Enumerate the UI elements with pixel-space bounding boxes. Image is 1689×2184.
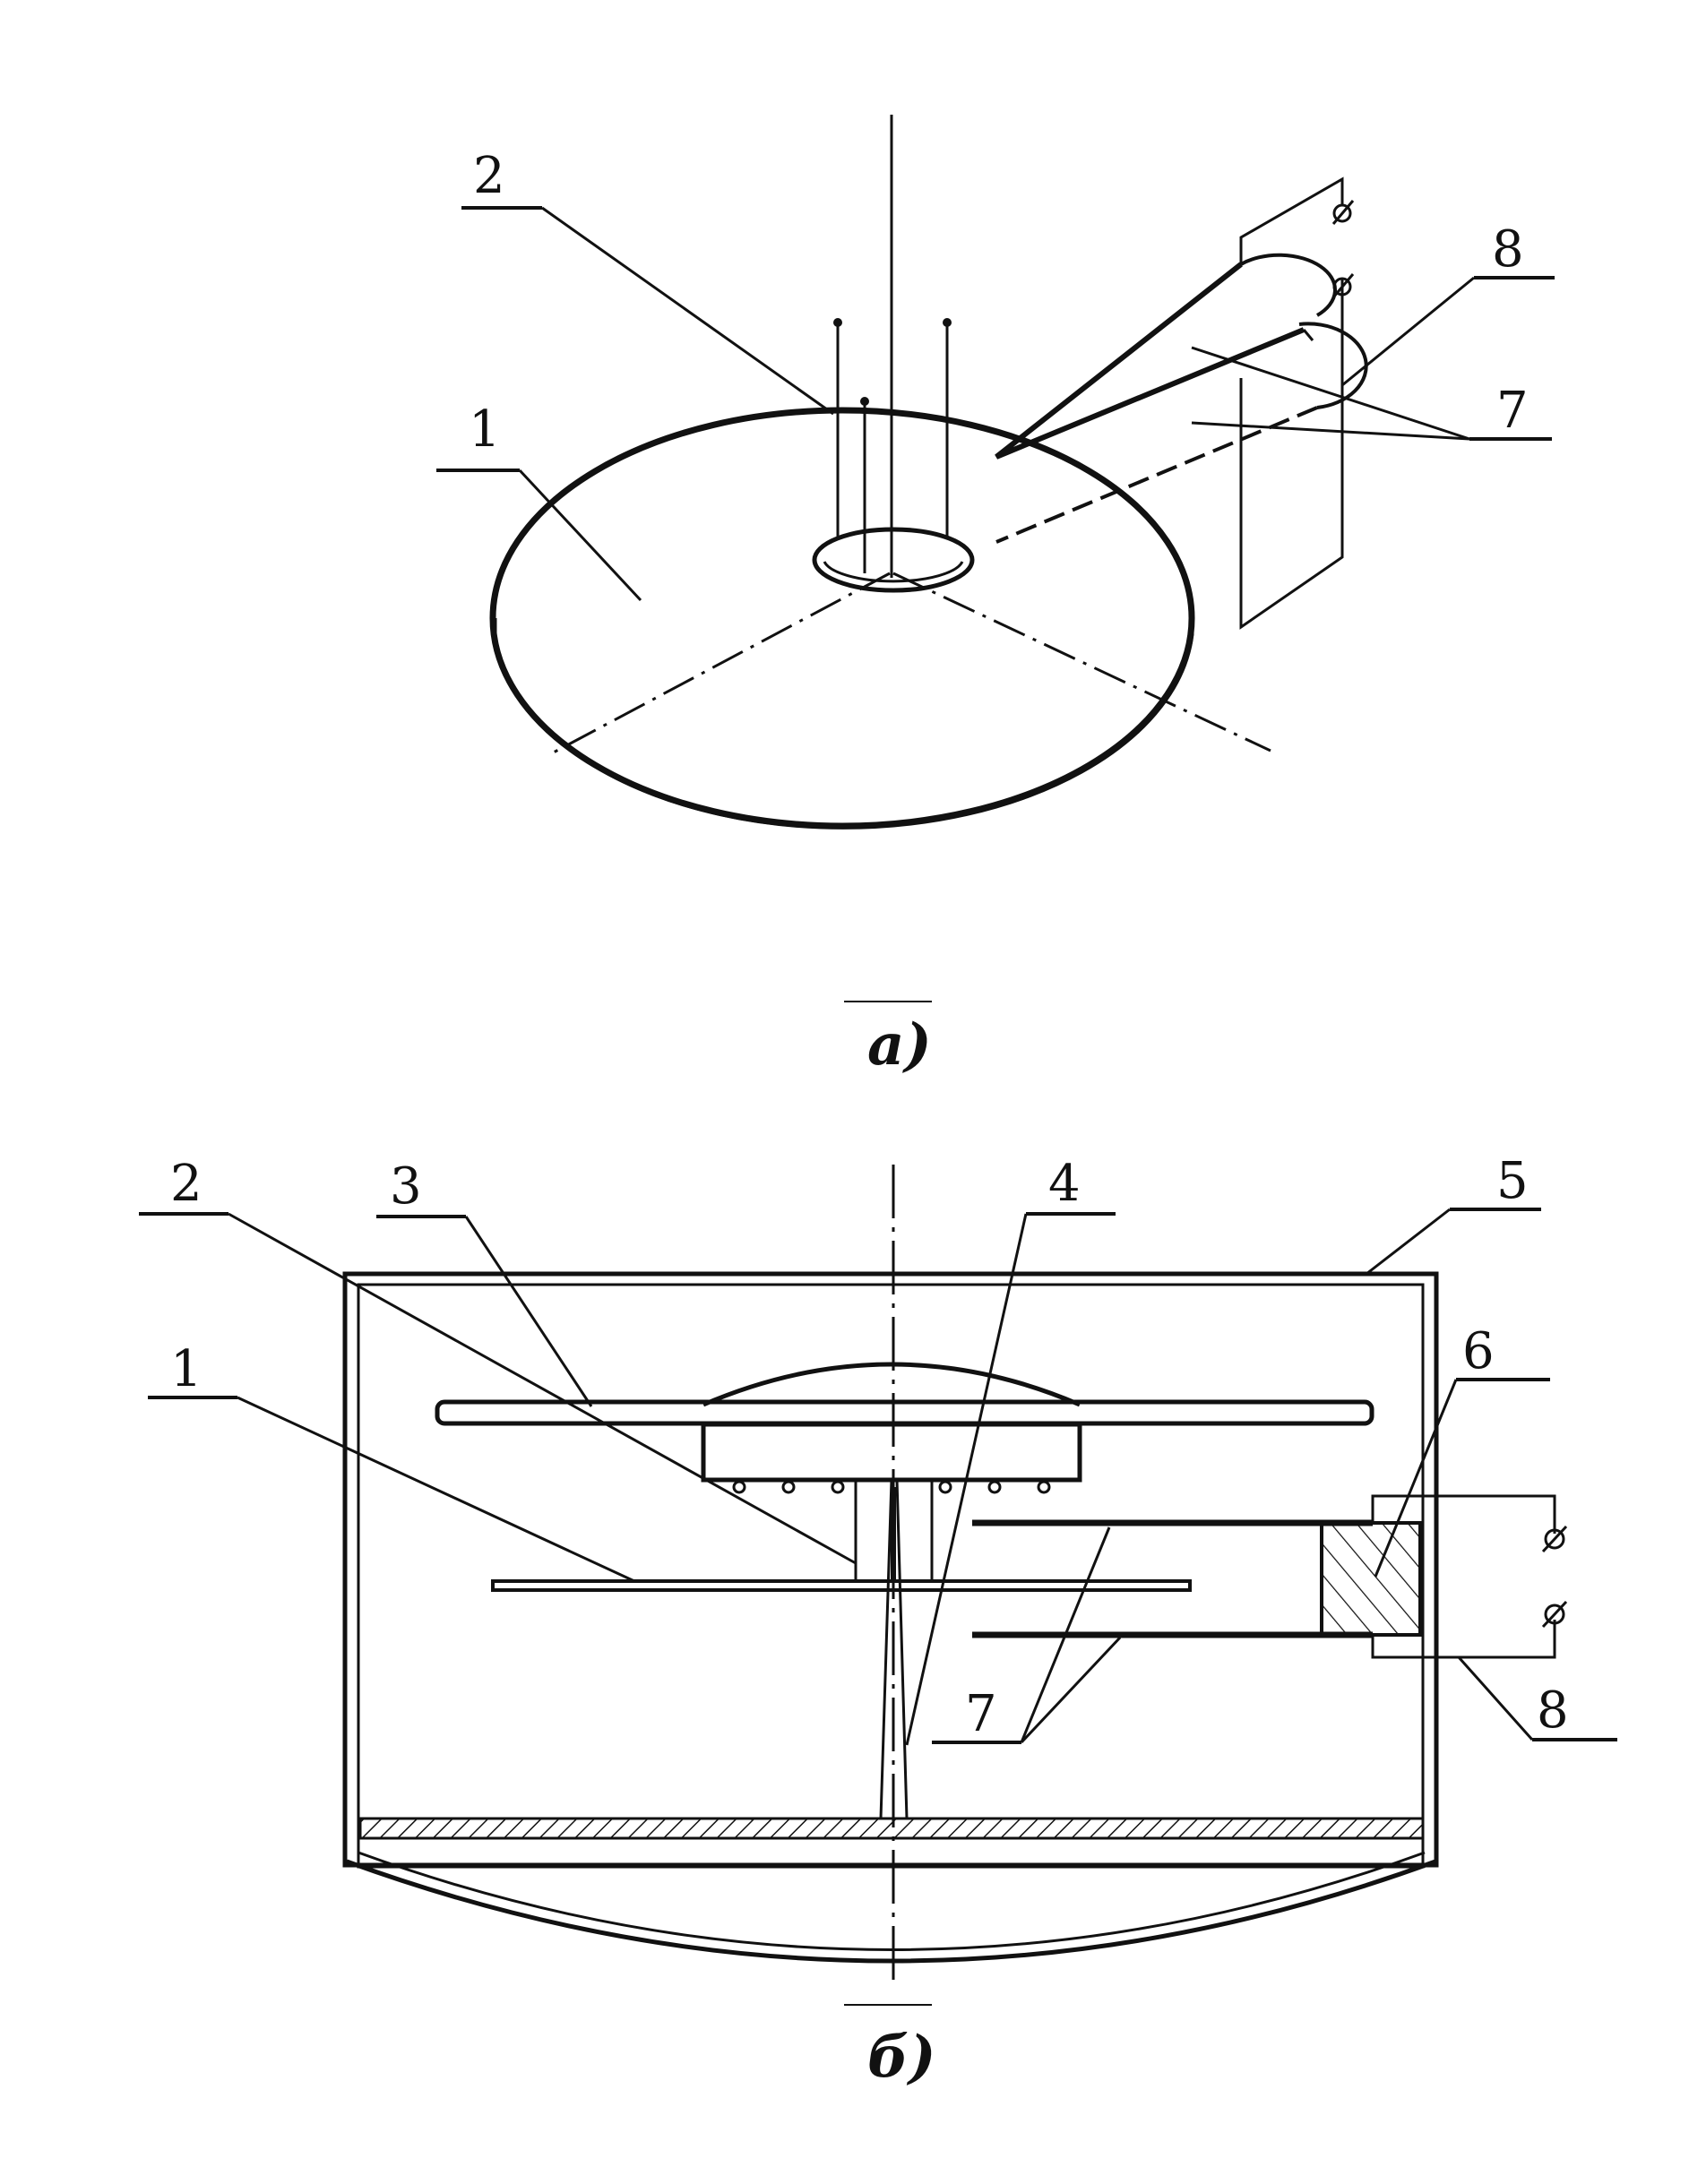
cathode-spirals xyxy=(732,1480,1051,1494)
terminal-icon xyxy=(1541,1525,1568,1553)
terminal-icon xyxy=(1331,273,1355,298)
label-1-b: 1 xyxy=(170,1340,203,1398)
label-1-a: 1 xyxy=(469,400,501,459)
plates-7-b xyxy=(972,1519,1373,1638)
figure-a: 2 1 8 7 a) xyxy=(436,115,1555,1079)
label-2-b: 2 xyxy=(170,1155,203,1213)
plates-7-a xyxy=(995,253,1368,544)
labels-a: 2 1 8 7 xyxy=(436,147,1555,602)
terminal-icon xyxy=(1541,1600,1568,1629)
terminal-icon xyxy=(1331,200,1355,225)
housing-5 xyxy=(342,1271,1439,1964)
label-4-b: 4 xyxy=(1048,1155,1081,1213)
circuit-8-b xyxy=(1371,1494,1568,1659)
electrode-rods-a xyxy=(833,318,952,573)
caption-b: б) xyxy=(867,2024,936,2091)
label-7-b: 7 xyxy=(965,1685,997,1743)
opening-inner-rim xyxy=(823,561,964,583)
disc-a xyxy=(489,407,1195,830)
label-8-b: 8 xyxy=(1537,1681,1569,1740)
beam-4 xyxy=(879,1478,909,1820)
central-opening-a xyxy=(812,527,975,593)
label-5-b: 5 xyxy=(1496,1152,1529,1210)
label-7-a: 7 xyxy=(1496,382,1529,440)
hatched-base xyxy=(358,1817,1425,1840)
circuit-8-a xyxy=(1239,176,1355,630)
label-6-b: 6 xyxy=(1462,1322,1495,1380)
insulator-6 xyxy=(1320,1521,1422,1637)
labels-b: 2 3 1 4 5 6 7 xyxy=(139,1152,1617,1746)
label-2-a: 2 xyxy=(473,147,505,205)
caption-a: a) xyxy=(867,1011,932,1079)
disc-1-section xyxy=(491,1579,1192,1592)
label-8-a: 8 xyxy=(1492,220,1524,279)
sector-lines-a xyxy=(547,572,1271,757)
shaft-2 xyxy=(854,1480,934,1581)
label-3-b: 3 xyxy=(390,1157,422,1216)
figure-b: 2 3 1 4 5 6 7 xyxy=(139,1152,1617,2091)
